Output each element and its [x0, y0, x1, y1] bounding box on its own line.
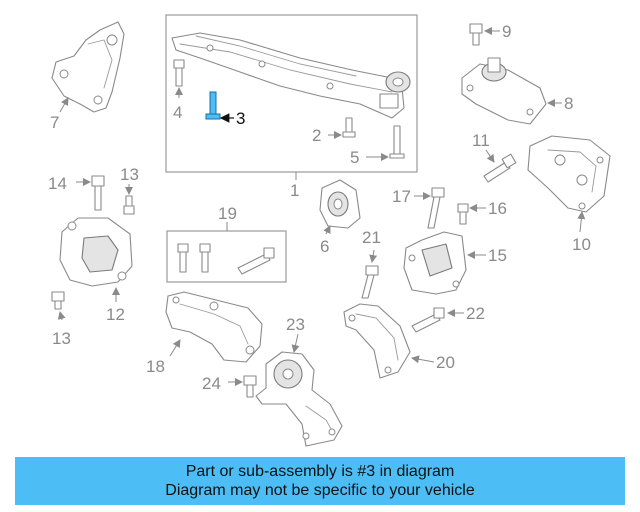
bolt-group-part-19[interactable]: 19 [166, 204, 287, 283]
callout-13-lower: 13 [52, 329, 71, 348]
mount-part-12[interactable]: 12 [59, 217, 133, 324]
callout-18: 18 [146, 357, 165, 376]
bolt-part-24[interactable]: 24 [202, 374, 257, 398]
callout-17: 17 [392, 187, 411, 206]
banner-line-1: Part or sub-assembly is #3 in diagram [185, 463, 455, 480]
callout-19: 19 [218, 204, 237, 223]
bolt-part-22[interactable]: 22 [411, 304, 485, 333]
bracket-part-20[interactable]: 20 [343, 303, 455, 379]
callout-5: 5 [350, 148, 359, 167]
bolt-part-13-lower[interactable]: 13 [51, 291, 71, 348]
callout-4: 4 [173, 103, 182, 122]
bolt-part-4[interactable]: 4 [173, 59, 185, 122]
bolt-part-5[interactable]: 5 [350, 125, 405, 167]
callout-1: 1 [290, 181, 299, 200]
bolt-part-14[interactable]: 14 [48, 174, 105, 211]
highlighted-bolt-part-3[interactable]: 3 [205, 91, 245, 128]
callout-14: 14 [48, 174, 67, 193]
callout-22: 22 [466, 304, 485, 323]
callout-12: 12 [106, 305, 125, 324]
callout-20: 20 [436, 353, 455, 372]
callout-9: 9 [502, 22, 511, 41]
callout-15: 15 [488, 246, 507, 265]
callout-21: 21 [362, 228, 381, 247]
callout-3: 3 [236, 109, 245, 128]
banner-line-2: Diagram may not be specific to your vehi… [165, 482, 475, 499]
mount-part-23[interactable]: 23 [255, 315, 343, 447]
parts-diagram: 3 4 2 5 1 7 9 [48, 14, 611, 447]
crossmember-assembly-box [165, 14, 418, 180]
bracket-part-10[interactable]: 10 [527, 135, 611, 254]
bolt-part-17[interactable]: 17 [392, 187, 445, 229]
bolt-part-21[interactable]: 21 [361, 228, 381, 299]
callout-24: 24 [202, 374, 221, 393]
mount-part-8[interactable]: 8 [461, 57, 573, 125]
callout-7: 7 [50, 113, 59, 132]
bracket-part-15[interactable]: 15 [403, 231, 507, 295]
bolt-part-13-upper[interactable]: 13 [120, 165, 139, 215]
callout-23: 23 [286, 315, 305, 334]
callout-16: 16 [488, 199, 507, 218]
callout-2: 2 [312, 126, 321, 145]
info-banner: Part or sub-assembly is #3 in diagram Di… [15, 457, 625, 505]
bracket-part-7[interactable]: 7 [50, 21, 125, 132]
crossmember-part[interactable] [171, 32, 411, 119]
bolt-part-16[interactable]: 16 [457, 199, 507, 225]
bracket-part-18[interactable]: 18 [146, 291, 263, 376]
callout-10: 10 [572, 235, 591, 254]
bolt-part-2[interactable]: 2 [312, 117, 356, 145]
callout-8: 8 [564, 94, 573, 113]
callout-13-upper: 13 [120, 165, 139, 184]
callout-6: 6 [320, 237, 329, 256]
bolt-part-11[interactable]: 11 [472, 131, 517, 183]
mount-part-6[interactable]: 6 [319, 179, 361, 256]
bolt-part-9[interactable]: 9 [469, 22, 511, 46]
callout-11: 11 [472, 131, 490, 150]
